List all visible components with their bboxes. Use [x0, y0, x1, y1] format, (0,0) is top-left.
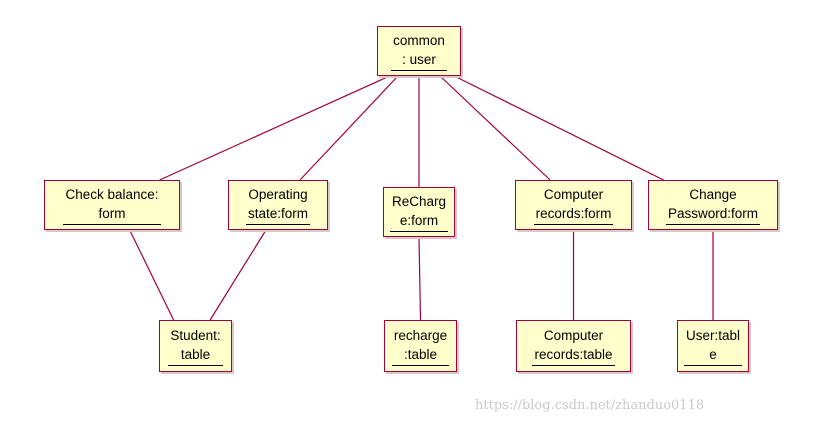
node-student-table: Student: table: [159, 320, 232, 372]
node-computer-records-table: Computer records:table: [516, 320, 631, 372]
label-line: :table: [403, 347, 437, 362]
label-line: ReCharg: [391, 194, 447, 209]
label-line: : user: [402, 52, 436, 67]
node-label: recharge :table: [391, 326, 450, 366]
node-recharge-form: ReCharg e:form: [383, 187, 455, 237]
label-line: e: [709, 347, 717, 362]
connector-common_user-operating_state: [299, 75, 399, 181]
node-check-balance-form: Check balance: form: [44, 180, 180, 230]
node-label: ReCharg e:form: [389, 192, 449, 232]
connector-operating_state-student_table: [209, 229, 267, 321]
label-line: form: [98, 206, 126, 221]
node-label: Computer records:table: [532, 326, 615, 366]
label-line: state:form: [247, 206, 309, 221]
label-line: Student:: [170, 328, 221, 343]
label-line: Password:form: [667, 206, 759, 221]
node-label: Change Password:form: [665, 185, 761, 225]
label-line: records:form: [535, 206, 612, 221]
label-line: Change: [689, 187, 737, 202]
node-label: Computer records:form: [533, 185, 614, 225]
node-operating-state-form: Operating state:form: [228, 180, 328, 230]
node-recharge-table: recharge :table: [384, 320, 457, 372]
node-common-user: common : user: [377, 26, 461, 76]
node-label: Check balance: form: [63, 185, 161, 225]
node-label: Operating state:form: [245, 185, 311, 225]
label-line: recharge: [393, 328, 448, 343]
connector-common_user-check_balance: [159, 75, 390, 181]
node-change-password-form: Change Password:form: [648, 180, 778, 230]
node-computer-records-form: Computer records:form: [515, 180, 632, 230]
label-line: Computer: [543, 328, 604, 343]
label-line: table: [180, 347, 211, 362]
connector-common_user-computer_records_form: [439, 75, 551, 181]
label-line: Computer: [543, 187, 604, 202]
connector-common_user-change_password: [454, 75, 664, 181]
connector-check_balance-student_table: [129, 229, 175, 321]
watermark-text: https://blog.csdn.net/zhanduo0118: [475, 398, 705, 413]
label-line: Check balance:: [65, 187, 159, 202]
label-line: Operating: [248, 187, 308, 202]
node-user-table: User:tabl e: [677, 320, 749, 372]
node-label: common : user: [391, 31, 447, 71]
label-line: common: [393, 33, 445, 48]
label-line: records:table: [534, 347, 613, 362]
connector-recharge_form-recharge_table: [418, 236, 422, 321]
label-line: User:tabl: [685, 328, 741, 343]
label-line: e:form: [399, 213, 439, 228]
node-label: User:tabl e: [683, 326, 743, 366]
node-label: Student: table: [168, 326, 223, 366]
